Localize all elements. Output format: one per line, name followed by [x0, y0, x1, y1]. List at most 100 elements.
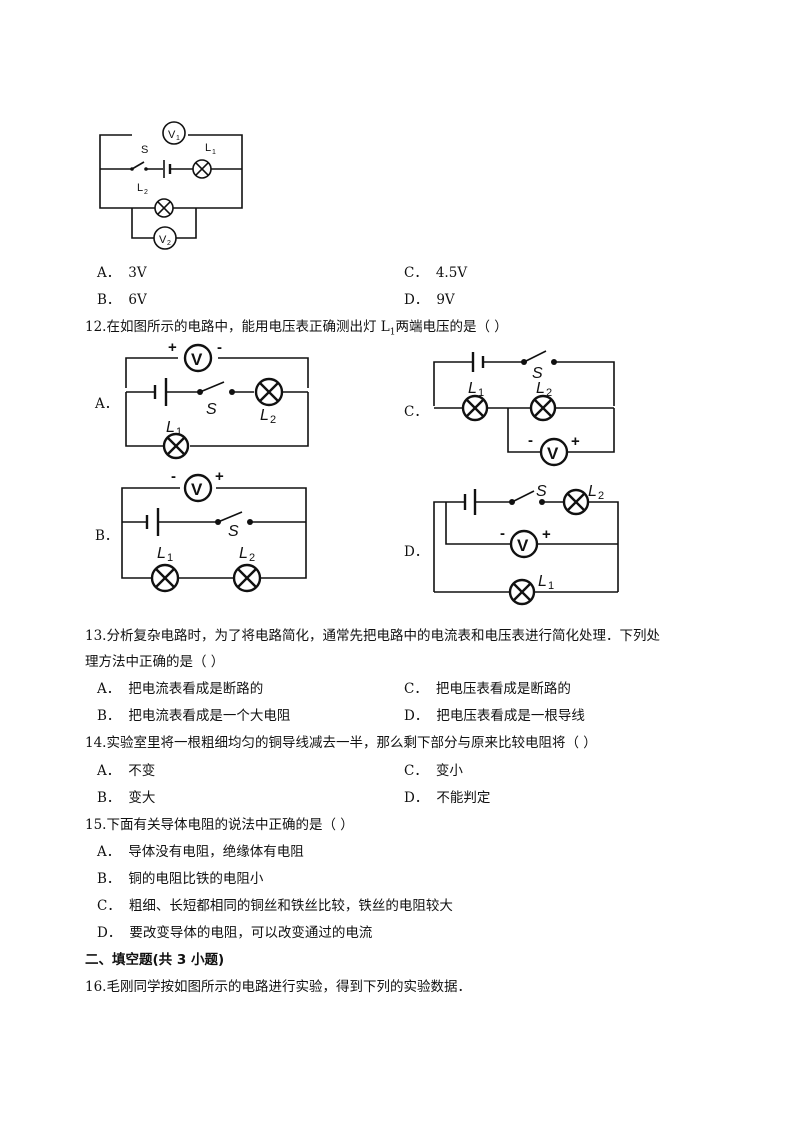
q12a-v: V: [191, 350, 203, 369]
q11-v1-sub: 1: [176, 135, 180, 142]
q12c-plus: +: [571, 433, 580, 450]
q12d-l2-sub: 2: [598, 490, 604, 502]
option-text: 粗细、长短都相同的铜丝和铁丝比较，铁丝的电阻较大: [128, 898, 453, 914]
q15-stem: 15.下面有关导体电阻的说法中正确的是（ ）: [85, 817, 354, 833]
q12c-minus: -: [528, 432, 533, 449]
q11-circuit-diagram: V 1 S L 1 L 2 V 2: [99, 121, 243, 250]
option-key: C．: [404, 265, 428, 281]
q11-l2-label: L: [137, 182, 143, 194]
q11-l1-label: L: [205, 142, 211, 154]
q12-option-b-label[interactable]: B．: [95, 528, 119, 544]
q14-option-c[interactable]: C．变小: [404, 759, 463, 779]
option-key: A．: [97, 844, 121, 860]
q15-option-b[interactable]: B． 铜的电阻比铁的电阻小: [97, 867, 263, 887]
q16-stem: 16.毛刚同学按如图所示的电路进行实验，得到下列的实验数据．: [85, 979, 471, 995]
q12d-s: S: [536, 483, 547, 500]
option-text: 不变: [128, 763, 156, 779]
q12-option-c-label[interactable]: C．: [404, 404, 428, 420]
option-key: B．: [97, 292, 121, 308]
q12d-l1: L: [538, 573, 547, 590]
option-key: D．: [404, 708, 429, 724]
q12a-minus: -: [217, 339, 222, 356]
q12b-l2-sub: 2: [249, 552, 255, 564]
q12-circuit-c: S L 1 L 2 V - +: [433, 350, 615, 467]
q13-option-b[interactable]: B． 把电流表看成是一个大电阻: [97, 704, 290, 724]
q15-option-c[interactable]: C． 粗细、长短都相同的铜丝和铁丝比较，铁丝的电阻较大: [97, 894, 453, 914]
q11-v1-label: V: [168, 129, 176, 141]
q12c-l2: L: [536, 380, 545, 397]
q11-l1-sub: 1: [212, 149, 216, 156]
option-key: B．: [97, 708, 121, 724]
q12a-l1-sub: 1: [176, 426, 182, 438]
option-key: D．: [404, 790, 429, 806]
option-text: 变大: [128, 790, 156, 806]
q11-option-d[interactable]: D． 9V: [404, 288, 455, 308]
option-text: 把电流表看成是断路的: [128, 681, 264, 697]
q12b-plus: +: [215, 468, 224, 485]
q12d-l2: L: [588, 483, 597, 500]
q12-option-d-label[interactable]: D．: [404, 544, 429, 560]
q12-circuit-a: V + - S L 2 L 1: [125, 339, 309, 460]
q11-l2-sub: 2: [144, 189, 148, 196]
option-text: 铜的电阻比铁的电阻小: [128, 871, 264, 887]
q12-option-a-label[interactable]: A．: [95, 396, 119, 412]
q15-option-a[interactable]: A． 导体没有电阻，绝缘体有电阻: [97, 840, 304, 860]
q14-option-a[interactable]: A． 不变: [97, 759, 155, 779]
option-text: 3V: [128, 265, 147, 281]
option-text: 9V: [436, 292, 455, 308]
option-text: 4.5V: [435, 265, 468, 281]
q12a-s: S: [206, 401, 217, 418]
q12-circuit-b: V - + S L 1 L 2: [121, 468, 307, 593]
option-key: C．: [97, 898, 121, 914]
option-text: 把电压表看成是一根导线: [436, 708, 585, 724]
q12c-l2-sub: 2: [546, 387, 552, 399]
option-text: 6V: [128, 292, 147, 308]
option-key: C．: [404, 763, 428, 779]
q12c-l1: L: [468, 380, 477, 397]
option-text: 导体没有电阻，绝缘体有电阻: [128, 844, 304, 860]
q12d-l1-sub: 1: [548, 580, 554, 592]
q12a-l1: L: [166, 419, 175, 436]
q14-option-d[interactable]: D． 不能判定: [404, 786, 490, 806]
q12-stem: 12.在如图所示的电路中，能用电压表正确测出灯 L1两端电压的是（ ）: [85, 315, 508, 338]
option-key: D．: [404, 292, 429, 308]
option-key: A．: [97, 265, 121, 281]
q12c-s: S: [532, 365, 543, 382]
option-text: 要改变导体的电阻，可以改变通过的电流: [129, 925, 373, 941]
q12b-minus: -: [171, 468, 176, 485]
q11-v2-label: V: [159, 234, 167, 246]
q12a-l2-sub: 2: [270, 414, 276, 426]
option-text: 把电压表看成是断路的: [435, 681, 571, 697]
q12-stem-sub: 1: [389, 327, 396, 338]
q12a-plus: +: [168, 339, 177, 356]
q12b-v: V: [191, 480, 203, 499]
q13-option-c[interactable]: C．把电压表看成是断路的: [404, 677, 571, 697]
q12-stem-text: 12.在如图所示的电路中，能用电压表正确测出灯 L: [85, 319, 390, 335]
option-key: D．: [97, 925, 122, 941]
q14-stem: 14.实验室里将一根粗细均匀的铜导线减去一半，那么剩下部分与原来比较电阻将（ ）: [85, 735, 597, 751]
section-title: 二、填空题(共 3 小题): [85, 952, 225, 968]
q13-stem-line2: 理方法中正确的是（ ）: [85, 654, 225, 670]
q12b-l1-sub: 1: [167, 552, 173, 564]
option-text: 把电流表看成是一个大电阻: [128, 708, 291, 724]
q12b-s: S: [228, 523, 239, 540]
q12a-l2: L: [260, 407, 269, 424]
q12c-v: V: [547, 444, 559, 463]
q11-option-a[interactable]: A． 3V: [97, 261, 147, 281]
q12b-l1: L: [157, 545, 166, 562]
q12d-plus: +: [542, 526, 551, 543]
q12b-l2: L: [239, 545, 248, 562]
q14-option-b[interactable]: B．变大: [97, 786, 155, 806]
q15-option-d[interactable]: D． 要改变导体的电阻，可以改变通过的电流: [97, 921, 372, 941]
q12d-v: V: [517, 536, 529, 555]
option-key: A．: [97, 763, 121, 779]
option-key: B．: [97, 871, 121, 887]
q11-option-c[interactable]: C． 4.5V: [404, 261, 467, 281]
q13-option-d[interactable]: D． 把电压表看成是一根导线: [404, 704, 585, 724]
q13-option-a[interactable]: A． 把电流表看成是断路的: [97, 677, 263, 697]
q12-circuit-d: S L 2 V - + L 1: [433, 483, 619, 606]
option-text: 不能判定: [436, 790, 491, 806]
q12d-minus: -: [500, 525, 505, 542]
q11-option-b[interactable]: B． 6V: [97, 288, 147, 308]
option-key: A．: [97, 681, 121, 697]
